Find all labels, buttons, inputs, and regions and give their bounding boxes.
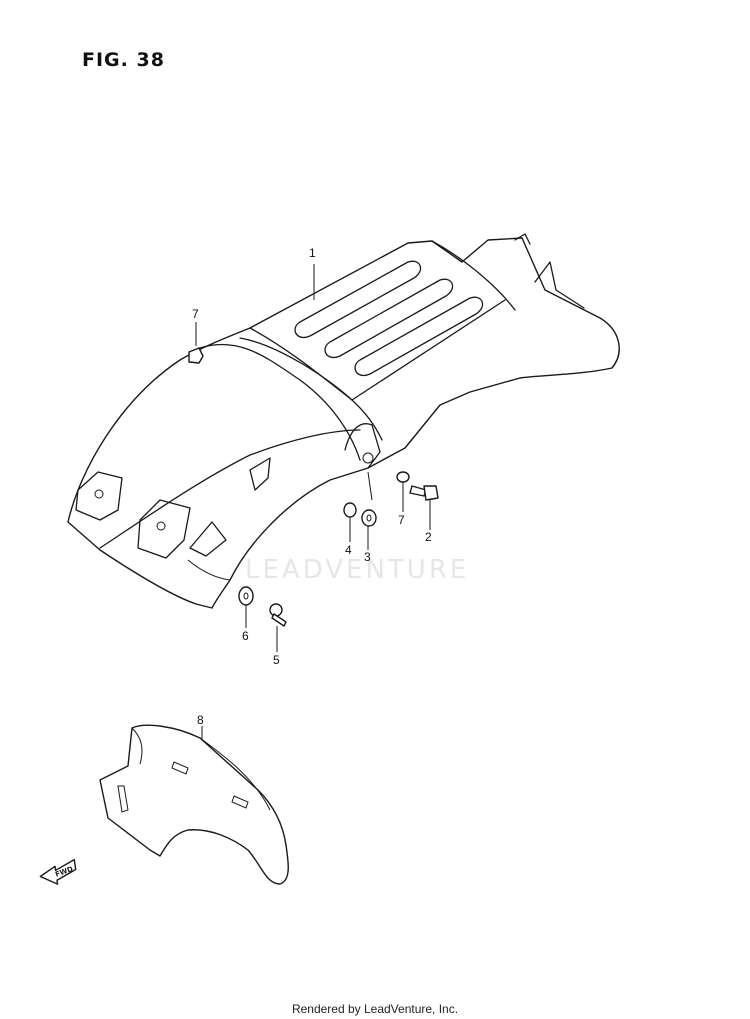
- plate-bracket-part[interactable]: [99, 724, 289, 885]
- leader-lines: [195, 264, 431, 770]
- washer-3-part[interactable]: [361, 509, 377, 527]
- callout-4: 4: [345, 543, 352, 557]
- nut-4-part[interactable]: [343, 502, 357, 518]
- nut-7a-part[interactable]: [188, 347, 204, 364]
- figure-title: FIG. 38: [82, 49, 165, 71]
- callout-8: 8: [197, 713, 204, 727]
- footer-credit: Rendered by LeadVenture, Inc.: [291, 1002, 459, 1016]
- callout-6: 6: [242, 629, 249, 643]
- callout-7b: 7: [398, 513, 405, 527]
- callout-2: 2: [425, 530, 432, 544]
- bolt-2-part[interactable]: [409, 485, 439, 501]
- nut-7b-part[interactable]: [396, 471, 410, 483]
- watermark-text: LEADVENTURE: [245, 555, 469, 585]
- callout-7a: 7: [192, 307, 199, 321]
- callout-1: 1: [309, 246, 316, 260]
- callout-5: 5: [273, 653, 280, 667]
- washer-6-part[interactable]: [238, 586, 254, 606]
- callouts: 1 2 3 4 5 6 7 7 8: [192, 246, 432, 727]
- forward-arrow-icon: FWD: [39, 858, 77, 885]
- screw-5-part[interactable]: [269, 603, 287, 627]
- callout-3: 3: [364, 550, 371, 564]
- rear-fender-part[interactable]: [67, 233, 620, 609]
